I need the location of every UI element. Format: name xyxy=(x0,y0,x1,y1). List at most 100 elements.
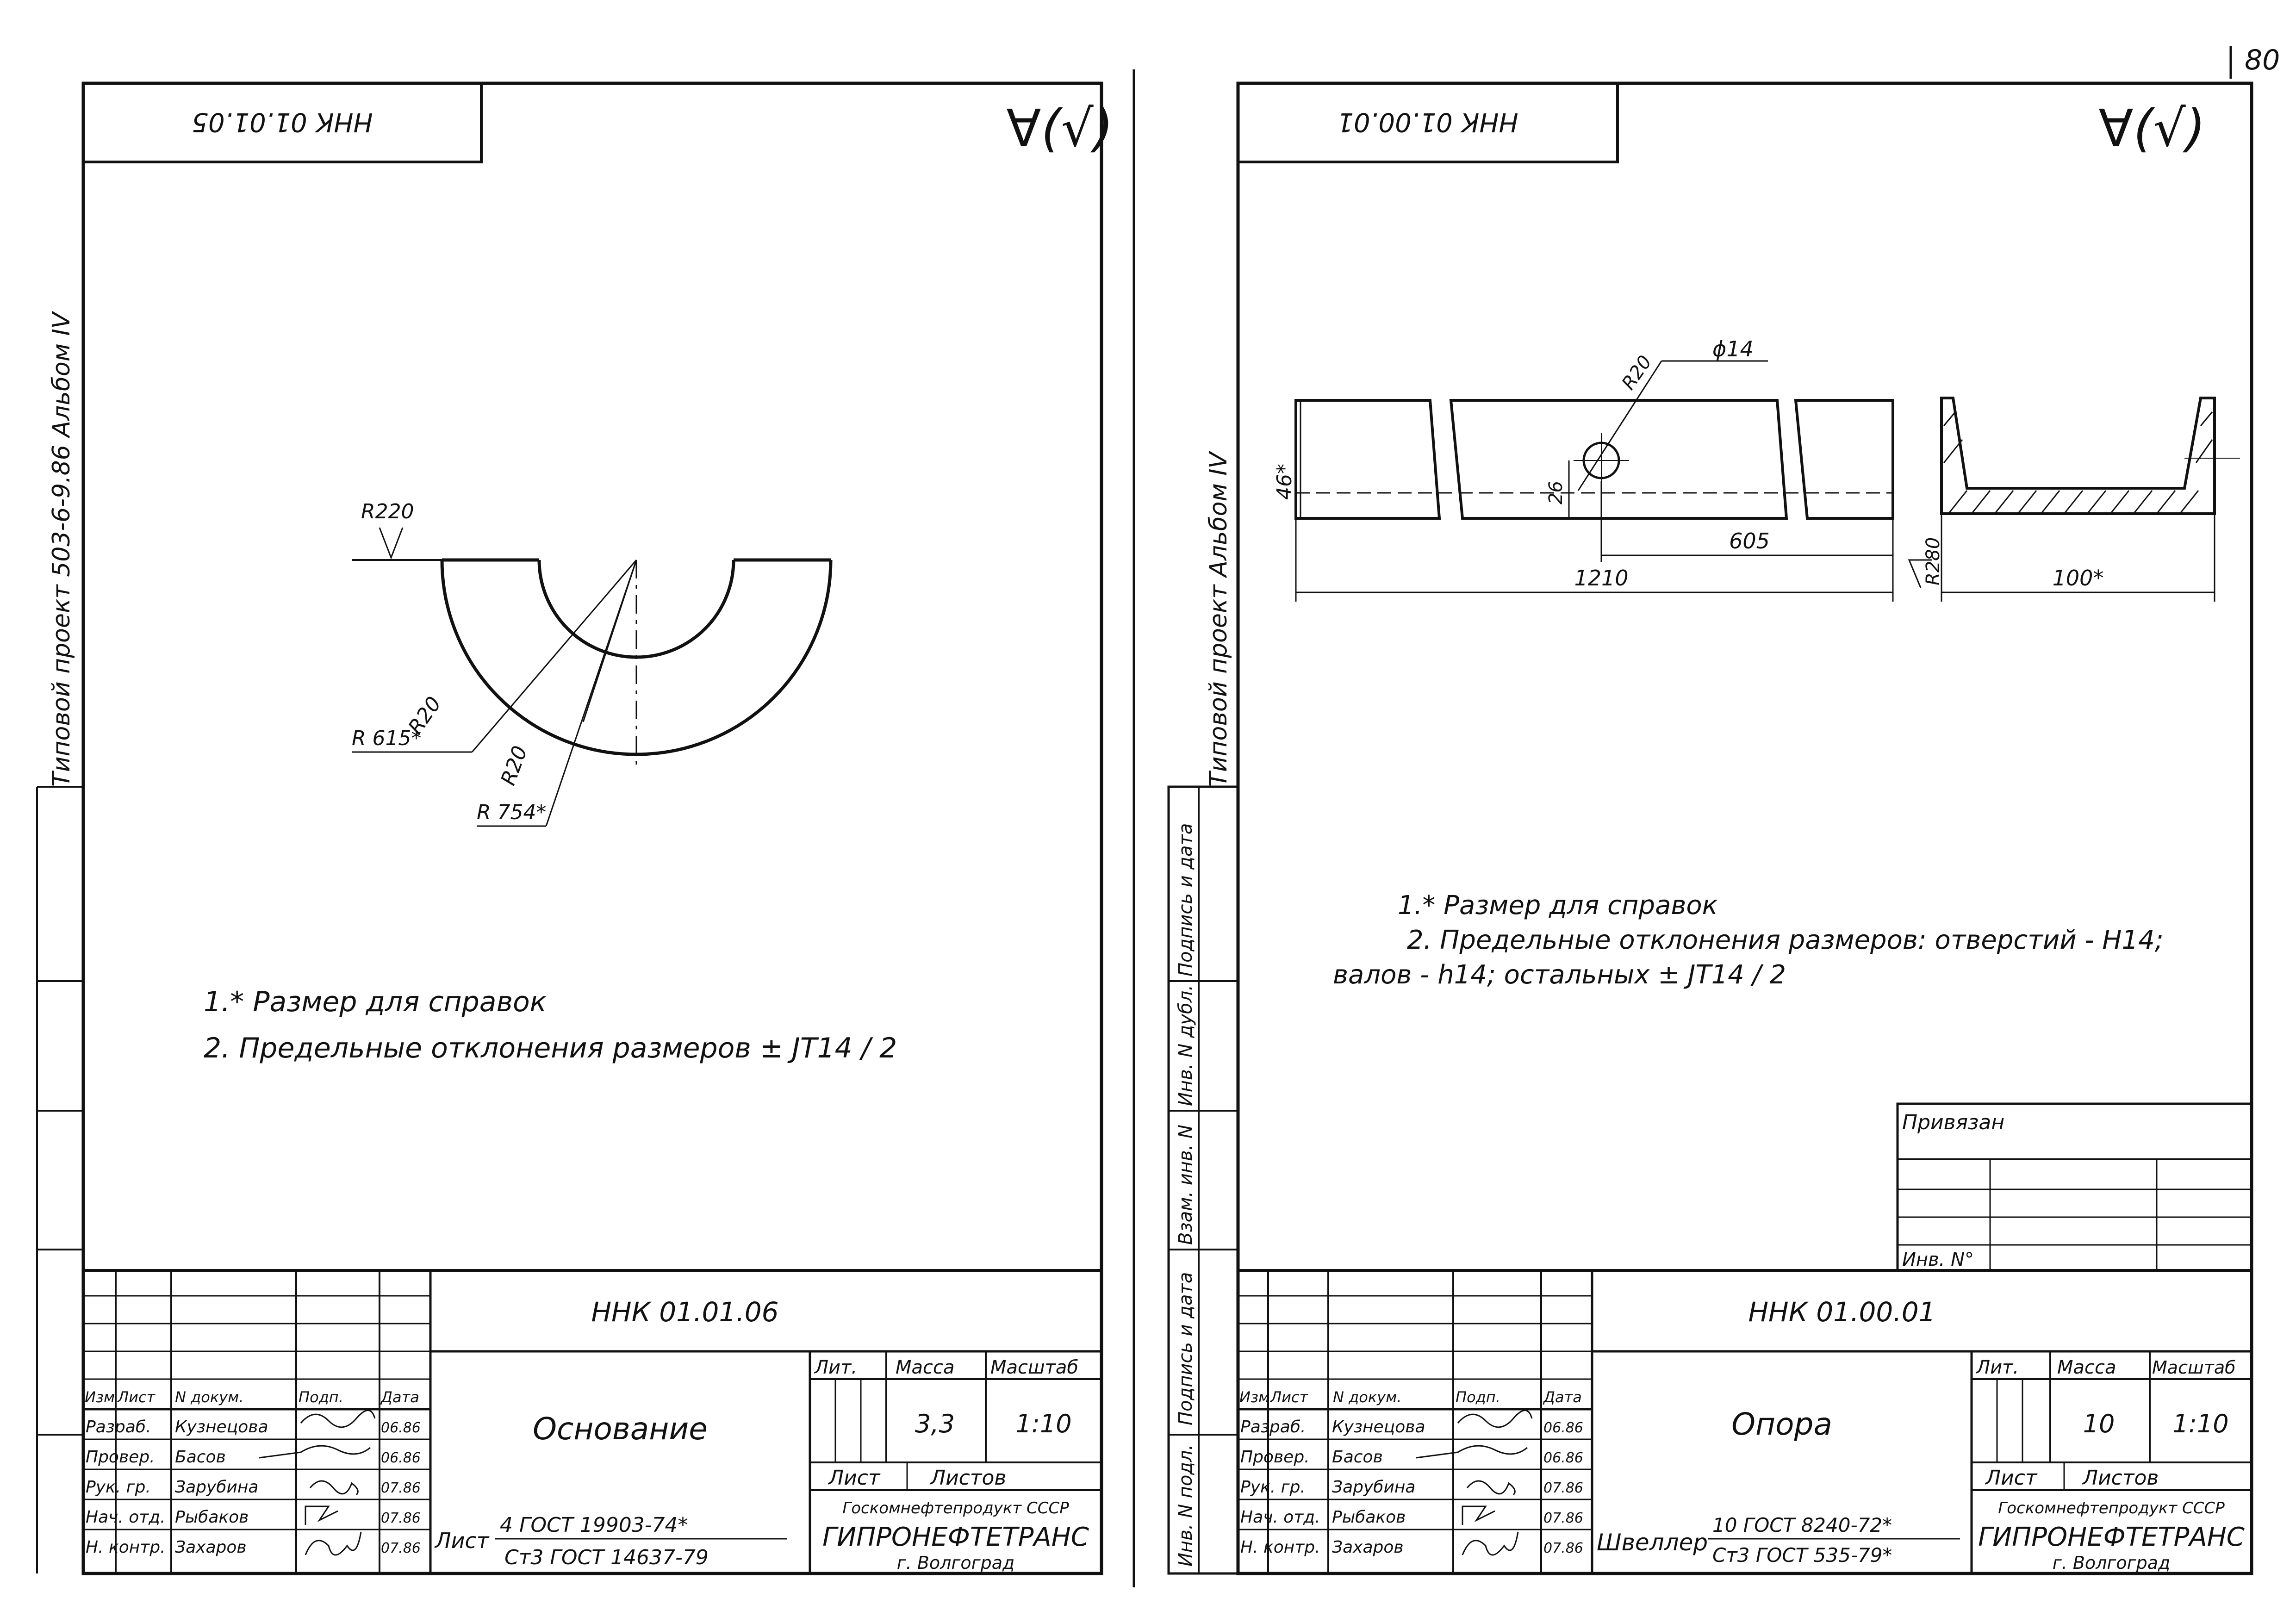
right-col-lit: Лит. xyxy=(1975,1357,2019,1378)
right-row-date: 07.86 xyxy=(1543,1510,1583,1526)
left-row-date: 06.86 xyxy=(381,1420,421,1436)
right-row-date: 06.86 xyxy=(1543,1420,1583,1436)
left-sheet: ННК 01.01.05 ∀(√) Типовой проект 503-6-9… xyxy=(36,81,1114,1575)
left-col-mass: Масса xyxy=(896,1357,955,1378)
left-row-role: Н. контр. xyxy=(86,1538,166,1557)
left-mass: 3,3 xyxy=(915,1409,955,1438)
right-side-col-3: Взам. инв. N xyxy=(1175,1125,1196,1245)
left-note-2: 2. Предельные отклонения размеров ± JT14… xyxy=(204,1032,897,1064)
left-row-date: 07.86 xyxy=(381,1540,421,1556)
right-org-3: г. Волгоград xyxy=(2053,1553,2171,1573)
left-row-name: Захаров xyxy=(175,1538,247,1557)
left-org-3: г. Волгоград xyxy=(897,1553,1015,1573)
left-sheets-label: Листов xyxy=(929,1466,1006,1490)
right-hdr-izm: Изм. xyxy=(1239,1388,1274,1406)
right-row-name: Захаров xyxy=(1332,1538,1404,1557)
right-org-1: Госкомнефтепродукт СССР xyxy=(1998,1499,2225,1517)
right-row-role: Разраб. xyxy=(1240,1418,1306,1436)
left-col-lit: Лит. xyxy=(814,1357,857,1378)
right-sheet-label: Лист xyxy=(1985,1466,2038,1490)
right-side-col-1: Инв. N подл. xyxy=(1175,1444,1196,1567)
left-frame xyxy=(81,81,1103,1575)
right-note-1: 1.* Размер для справок xyxy=(1398,890,1718,920)
left-row-name: Зарубина xyxy=(175,1478,259,1497)
right-dim-h26: 26 xyxy=(1545,481,1567,504)
left-roughness-mark: ∀(√) xyxy=(1006,99,1113,158)
right-material-prefix: Швеллер xyxy=(1597,1529,1708,1556)
right-channel-side-view xyxy=(1294,360,1932,602)
left-side-note: Типовой проект 503-6-9.86 Альбом IV xyxy=(48,311,75,787)
left-hdr-doc: N докум. xyxy=(175,1388,243,1406)
right-hdr-date: Дата xyxy=(1543,1388,1582,1406)
left-org-2: ГИПРОНЕФТЕТРАНС xyxy=(822,1522,1089,1552)
right-hdr-list: Лист xyxy=(1270,1388,1308,1406)
left-material-top: 4 ГОСТ 19903-74* xyxy=(500,1513,688,1537)
right-dim-d14: ϕ14 xyxy=(1712,336,1754,361)
right-col-scale: Масштаб xyxy=(2152,1357,2236,1378)
left-hdr-izm: Изм xyxy=(85,1388,115,1406)
right-scale: 1:10 xyxy=(2172,1409,2228,1438)
right-dim-r20: R20 xyxy=(1618,352,1656,394)
left-sheet-label: Лист xyxy=(828,1466,881,1490)
left-hdr-sign: Подп. xyxy=(299,1388,343,1406)
left-row-date: 07.86 xyxy=(381,1510,421,1526)
right-side-col-2: Подпись и дата xyxy=(1175,1272,1196,1425)
right-dim-r280: R280 xyxy=(1923,537,1944,585)
left-doc-code: ННК 01.01.06 xyxy=(591,1296,778,1328)
right-note-2: 2. Предельные отклонения размеров: отвер… xyxy=(1407,925,2164,955)
right-top-stamp: ННК 01.00.01 xyxy=(1337,107,1518,137)
right-frame xyxy=(1236,81,2253,1575)
right-row-role: Рук. гр. xyxy=(1240,1478,1306,1497)
right-side-col-4: Инв. N дубл. xyxy=(1175,985,1196,1106)
right-row-name: Рыбаков xyxy=(1332,1508,1406,1527)
right-material-bottom: Ст3 ГОСТ 535-79* xyxy=(1712,1544,1892,1567)
left-row-date: 06.86 xyxy=(381,1450,421,1466)
left-row-role: Нач. отд. xyxy=(86,1508,166,1527)
left-half-ring-part xyxy=(352,527,833,827)
left-dim-r20b: R20 xyxy=(496,743,532,789)
page-number: 80 xyxy=(2245,44,2280,76)
right-note-3: валов - h14; остальных ± JT14 / 2 xyxy=(1333,960,1786,990)
left-row-date: 07.86 xyxy=(381,1480,421,1496)
right-dim-l1210: 1210 xyxy=(1574,566,1628,591)
right-mass: 10 xyxy=(2083,1409,2115,1438)
right-sheets-label: Листов xyxy=(2082,1466,2159,1490)
right-row-name: Кузнецова xyxy=(1332,1418,1425,1436)
left-row-role: Рук. гр. xyxy=(86,1478,151,1497)
left-dim-r220: R220 xyxy=(361,500,414,523)
right-row-date: 07.86 xyxy=(1543,1480,1583,1496)
right-privyazan: Привязан xyxy=(1902,1111,2004,1134)
right-row-date: 06.86 xyxy=(1543,1450,1583,1466)
right-part-name: Опора xyxy=(1731,1406,1832,1442)
left-top-stamp: ННК 01.01.05 xyxy=(192,107,373,137)
left-title-block xyxy=(82,1269,1103,1575)
right-hdr-sign: Подп. xyxy=(1456,1388,1500,1406)
right-row-name: Басов xyxy=(1332,1448,1383,1467)
right-row-name: Зарубина xyxy=(1332,1478,1416,1497)
right-inv-no: Инв. N° xyxy=(1902,1249,1974,1270)
left-part-name: Основание xyxy=(533,1411,708,1447)
right-doc-code: ННК 01.00.01 xyxy=(1748,1296,1935,1328)
right-title-block xyxy=(1237,1269,2253,1575)
right-roughness-mark: ∀(√) xyxy=(2098,99,2205,158)
right-dim-h46: 46* xyxy=(1273,464,1296,500)
left-row-name: Рыбаков xyxy=(175,1508,249,1527)
left-scale: 1:10 xyxy=(1015,1409,1071,1438)
right-sheet: Инв. N подл. Подпись и дата Взам. инв. N… xyxy=(1167,81,2253,1575)
right-dim-l605: 605 xyxy=(1729,529,1770,553)
left-hdr-list: Лист xyxy=(117,1388,156,1406)
left-signatures xyxy=(259,1410,376,1556)
left-org-1: Госкомнефтепродукт СССР xyxy=(842,1499,1069,1517)
left-row-name: Басов xyxy=(175,1448,226,1467)
right-top-stamp-box xyxy=(1237,82,1619,163)
left-col-scale: Масштаб xyxy=(990,1357,1078,1378)
left-top-stamp-box xyxy=(82,82,483,163)
left-dim-r615: R 615* xyxy=(352,727,422,750)
right-col-mass: Масса xyxy=(2057,1357,2116,1378)
left-row-role: Провер. xyxy=(86,1448,155,1467)
right-channel-section xyxy=(1940,397,2240,602)
right-org-2: ГИПРОНЕФТЕТРАНС xyxy=(1978,1522,2245,1552)
right-row-date: 07.86 xyxy=(1543,1540,1583,1556)
left-hdr-date: Дата xyxy=(380,1388,419,1406)
right-side-columns xyxy=(1167,785,1239,1575)
